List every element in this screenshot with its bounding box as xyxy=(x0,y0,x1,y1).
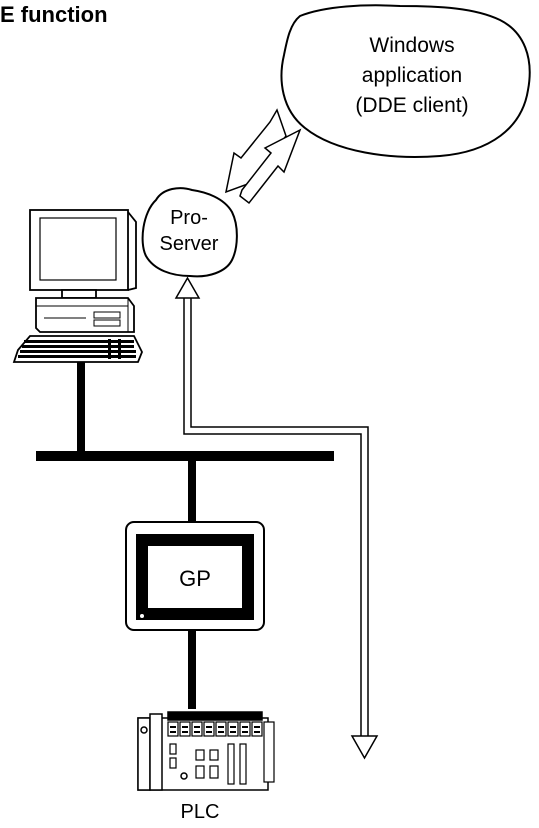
gp-screen xyxy=(148,546,242,608)
arrow-head-down xyxy=(350,735,379,760)
dde-arrow-to-client xyxy=(239,128,302,205)
server-line-2: Server xyxy=(160,233,219,255)
keyboard-icon xyxy=(12,335,143,363)
plc-drop-line xyxy=(188,629,196,709)
plc-rack-icon xyxy=(137,711,275,791)
gp-panel: GP xyxy=(125,521,265,631)
network-wiring xyxy=(36,362,334,709)
gp-label: GP xyxy=(179,566,211,591)
client-line-1: Windows xyxy=(369,34,454,57)
windows-application-cloud: Windows application (DDE client) xyxy=(280,4,531,158)
arrow-head-up xyxy=(174,276,201,299)
network-bus xyxy=(36,451,334,461)
server-line-1: Pro- xyxy=(170,207,208,229)
client-line-2: application xyxy=(362,64,462,87)
gp-power-led xyxy=(140,614,144,618)
personal-computer-icon xyxy=(12,209,143,363)
pc-drop-line xyxy=(77,362,85,456)
plc-label: PLC xyxy=(181,801,220,823)
section-heading: E function xyxy=(0,2,108,27)
gp-drop-line xyxy=(188,456,196,524)
client-line-3: (DDE client) xyxy=(355,94,468,117)
pro-server-cloud: Pro- Server xyxy=(141,187,238,278)
data-path-arrow xyxy=(174,276,379,760)
